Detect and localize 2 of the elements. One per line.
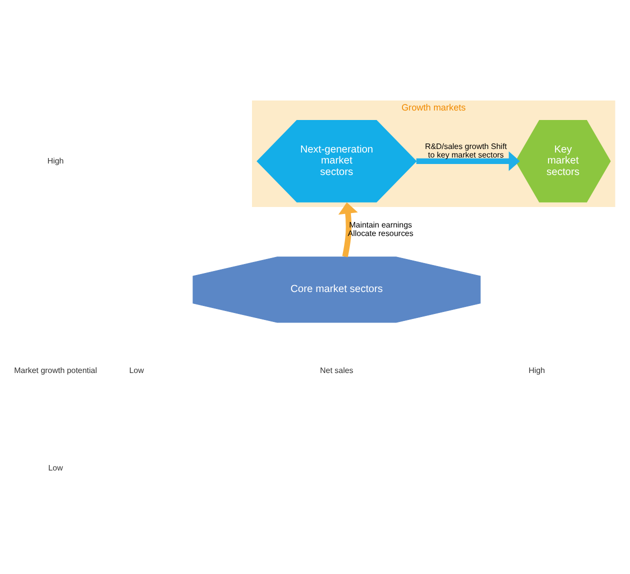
arrow	[338, 202, 358, 257]
arrow	[416, 150, 520, 170]
